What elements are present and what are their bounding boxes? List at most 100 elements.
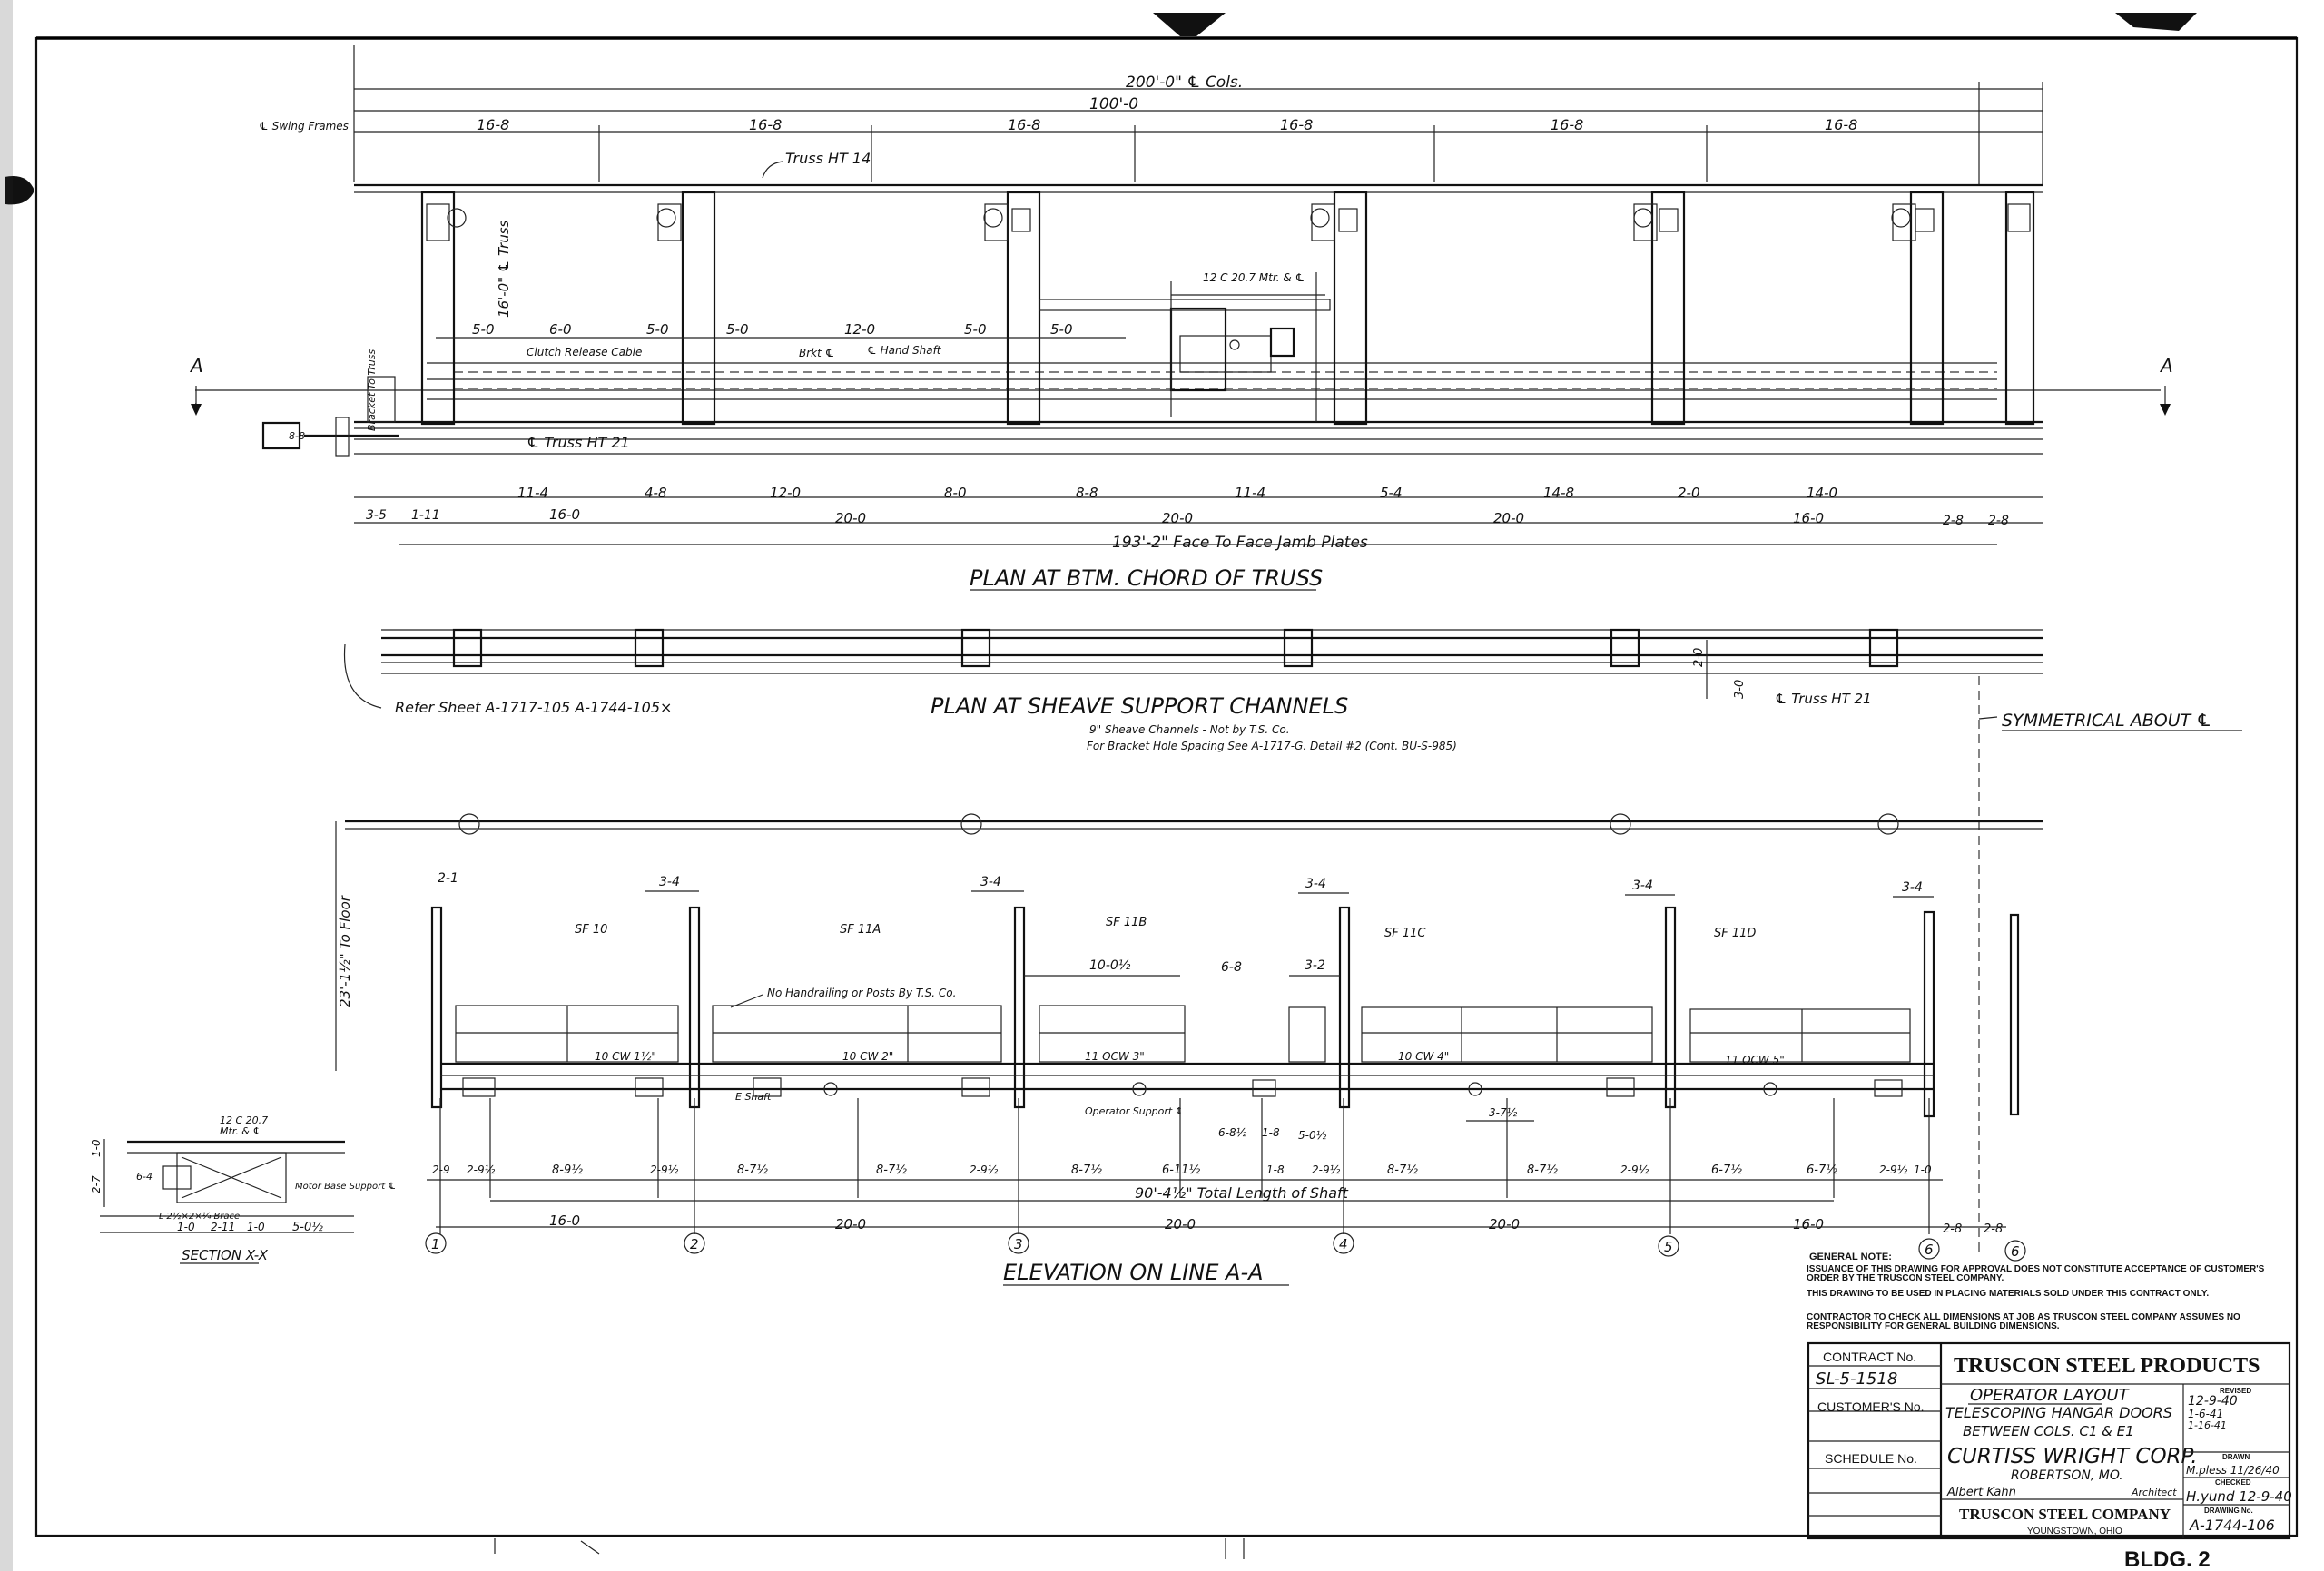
plan-upper-dim: 6-0 (549, 321, 572, 338)
elev-bottom-dim: 1-8 (1266, 1164, 1285, 1176)
door-label: SF 11A (840, 923, 881, 937)
plan-sheave-title: PLAN AT SHEAVE SUPPORT CHANNELS (931, 693, 1348, 719)
plan-lower-dim: 20-0 (1493, 510, 1524, 526)
revision-date: 12-9-40 (2188, 1394, 2238, 1409)
elev-col-dim: 16-0 (549, 1213, 580, 1229)
sheave-note-1: 9" Sheave Channels - Not by T.S. Co. (1089, 723, 1290, 736)
section-label: Motor Base Support ℄ (295, 1182, 396, 1192)
section-dim: 5-0½ (292, 1221, 323, 1234)
elev-bottom-dim: 6-11½ (1162, 1164, 1201, 1177)
door-label: SF 10 (575, 923, 607, 937)
plan-lower-dim: 14-8 (1543, 485, 1574, 501)
brkt-note: Brkt ℄ (799, 347, 834, 359)
elev-bottom-dim: 2-9½ (650, 1164, 679, 1176)
drawn-label: DRAWN (2222, 1453, 2250, 1461)
total-shaft-length: 90'-4½" Total Length of Shaft (1135, 1184, 1349, 1202)
sheave-dim-b: 3-0 (1733, 680, 1747, 699)
shaft-label: 10 CW 4" (1398, 1050, 1449, 1063)
plan-lower-dim: 4-8 (645, 485, 667, 501)
plan-lower-dim: 14-0 (1807, 485, 1837, 501)
general-note-line: THIS DRAWING TO BE USED IN PLACING MATER… (1807, 1290, 2210, 1299)
bay-dim: 16-8 (1008, 116, 1040, 133)
plan-lower-dim: 20-0 (1162, 510, 1193, 526)
section-marker-left: A (189, 355, 203, 377)
refer-sheet-note: Refer Sheet A-1717-105 A-1744-105× (395, 699, 672, 716)
door-label: SF 11B (1106, 916, 1147, 929)
elev-top-dim: 3-4 (1632, 879, 1653, 893)
plan-lower-dim: 8-8 (1076, 485, 1098, 501)
elev-bottom-dim: 2-9½ (970, 1164, 999, 1176)
plan-lower-dim: 2-8 (1943, 514, 1964, 528)
column-marker-4: 4 (1333, 1232, 1354, 1254)
plan-upper-dim: 5-0 (964, 321, 987, 338)
drawn-by: M.pless 11/26/40 (2186, 1464, 2280, 1477)
hand-shaft-note: ℄ Hand Shaft (867, 344, 942, 357)
column-number: 2 (690, 1236, 699, 1252)
column-number: 6 (2011, 1243, 2020, 1260)
section-dim: 1-0 (247, 1221, 265, 1233)
elev-bottom-dim: 2-9½ (1312, 1164, 1341, 1176)
plan-btm-chord-title: PLAN AT BTM. CHORD OF TRUSS (970, 565, 1323, 591)
revision-date: 1-16-41 (2188, 1419, 2227, 1431)
building-label: BLDG. 2 (2124, 1547, 2211, 1571)
frame-column-5 (1633, 191, 1686, 426)
door-label: SF 11C (1384, 927, 1426, 940)
section-label: 12 C 20.7 (220, 1114, 268, 1126)
frame-column-6 (1891, 191, 1945, 426)
column-number: 3 (1014, 1236, 1023, 1252)
elev-top-dim: 3-4 (980, 875, 1001, 889)
handrail-note: No Handrailing or Posts By T.S. Co. (767, 987, 956, 999)
truss-ht14-label: Truss HT 14 (785, 150, 871, 167)
dim-overall: 200'-0" ℄ Cols. (1126, 74, 1243, 92)
plan-lower-dim: 2-0 (1678, 485, 1700, 501)
section-marker-right: A (2159, 355, 2173, 377)
elev-bottom-dim: 2-9½ (1620, 1164, 1649, 1176)
elev-top-dim: 3-4 (659, 875, 680, 889)
small-dim: 3-7½ (1489, 1106, 1518, 1119)
angle-note: 12 C 20.7 Mtr. & ℄ (1203, 271, 1305, 284)
frame-column-4 (1310, 191, 1368, 426)
door-label: SF 11D (1714, 927, 1756, 940)
column-marker-5: 5 (1658, 1235, 1679, 1257)
elev-bottom-dim: 8-7½ (1387, 1164, 1418, 1177)
section-dim: 2-11 (211, 1221, 235, 1233)
plan-lower-dim: 16-0 (549, 506, 580, 523)
plan-lower-dim: 3-5 (366, 508, 387, 523)
bay-dim: 16-8 (477, 116, 509, 133)
bay-dim: 16-8 (1825, 116, 1857, 133)
company-name: TRUSCON STEEL COMPANY (1959, 1506, 2171, 1523)
elevation-aa: 23'-1½" To Floor (335, 813, 2043, 1286)
column-marker-2: 2 (684, 1232, 705, 1254)
plan-sheave: 2-0 3-0 ℄ Truss HT 21 Refer Sheet A-1717… (343, 628, 2242, 1252)
column-marker-6: 6 (1918, 1238, 1940, 1260)
frame-column-2 (656, 191, 716, 426)
location: ROBERTSON, MO. (2011, 1468, 2123, 1483)
elev-bottom-dim: 8-7½ (1071, 1164, 1102, 1177)
mid-dim: 6-8 (1221, 960, 1242, 975)
operator-motor (1039, 272, 1331, 422)
column-number: 1 (431, 1236, 440, 1252)
elevation-title: ELEVATION ON LINE A-A (1003, 1260, 1264, 1285)
symmetrical-note: SYMMETRICAL ABOUT ℄ (2002, 711, 2211, 731)
elev-bottom-dim: 2-9½ (1879, 1164, 1908, 1176)
drawing-title-1: OPERATOR LAYOUT (1970, 1386, 2131, 1405)
plan-btm-chord: 8-8 A A 5-0 6-0 5-0 5-0 12-0 5-0 5-0 Clu… (189, 183, 2173, 591)
architect-name: Albert Kahn (1946, 1486, 2016, 1499)
section-label: Mtr. & ℄ (220, 1125, 261, 1137)
plan-lower-dim: 12-0 (770, 485, 801, 501)
bay-dim: 16-8 (1280, 116, 1313, 133)
section-dim: 1-0 (90, 1139, 103, 1157)
elev-col-dim: 20-0 (1165, 1216, 1196, 1232)
elev-col-dim: 16-0 (1793, 1216, 1824, 1232)
company-header: TRUSCON STEEL PRODUCTS (1954, 1354, 2260, 1378)
elev-bottom-dim: 8-7½ (1527, 1164, 1558, 1177)
top-notch-right (2115, 13, 2197, 31)
drawing-no-label: DRAWING No. (2204, 1507, 2253, 1515)
plan-lower-dim: 20-0 (835, 510, 866, 526)
drawing-number: A-1744-106 (2189, 1517, 2275, 1534)
column-marker-6b: 6 (2004, 1240, 2026, 1262)
elev-top-dim: 2-1 (438, 871, 458, 886)
contract-value: SL-5-1518 (1816, 1370, 1897, 1389)
revision-date: 1-6-41 (2188, 1408, 2223, 1420)
small-dim: 5-0½ (1298, 1129, 1327, 1142)
